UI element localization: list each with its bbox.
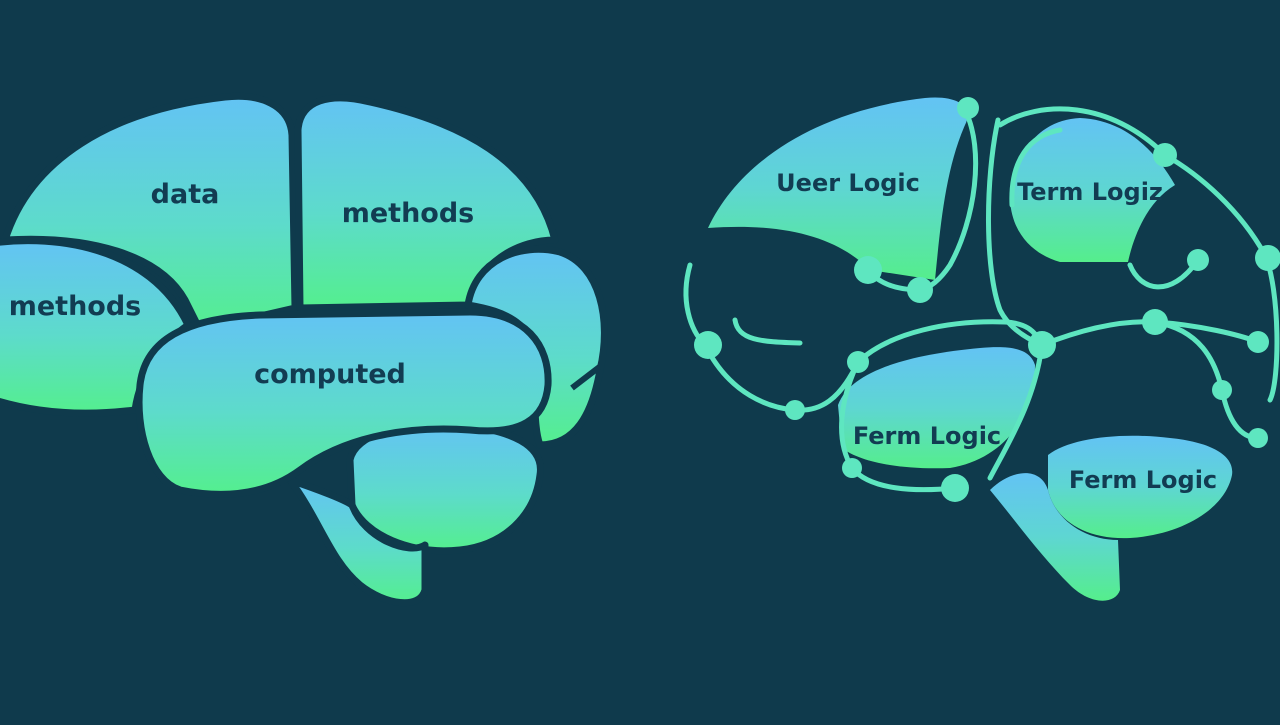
circuit-node [1028, 331, 1056, 359]
circuit-traces [683, 106, 1280, 493]
circuit-lower-left [702, 342, 861, 413]
circuit-node [907, 277, 933, 303]
right-label-parietal: Term Logiz [1017, 178, 1163, 206]
circuit-nodes [694, 97, 1280, 502]
left-label-frontal: data [151, 179, 220, 210]
circuit-frontal-drop [917, 107, 979, 293]
left-label-parietal: methods [342, 198, 475, 229]
circuit-node [847, 351, 869, 373]
circuit-node [785, 400, 805, 420]
right-frontal-region [708, 97, 968, 280]
circuit-node [854, 256, 882, 284]
circuit-inner-loop [1127, 257, 1201, 290]
circuit-node [694, 331, 722, 359]
circuit-node [1255, 245, 1280, 271]
right-parietal-region [1010, 118, 1175, 262]
circuit-edge-right [1262, 252, 1280, 403]
circuit-node [1153, 143, 1177, 167]
circuit-divider [986, 117, 1045, 348]
left-cerebellum [346, 420, 544, 555]
left-label-temporal: computed [254, 359, 406, 390]
circuit-short-bar [732, 317, 803, 346]
circuit-node [842, 458, 862, 478]
right-brain-stem-region [990, 473, 1120, 601]
right-cerebellum-region [1048, 435, 1233, 539]
left-label-front-lower: methods [9, 291, 142, 322]
circuit-node [1212, 380, 1232, 400]
left-frontal-lobe [1, 92, 299, 334]
circuit-lower-right [987, 342, 1045, 481]
left-brain-stem [286, 476, 429, 607]
right-brain: Ueer Logic Term Logiz Ferm Logic Ferm Lo… [683, 97, 1280, 601]
circuit-parietal-inner [1009, 127, 1063, 208]
right-label-frontal: Ueer Logic [776, 169, 920, 197]
circuit-node [1142, 309, 1168, 335]
circuit-node [1247, 331, 1269, 353]
circuit-middle-arc [855, 319, 1045, 365]
left-sulcus-line [570, 362, 604, 391]
circuit-node [957, 97, 979, 119]
left-temporal-lobe [135, 308, 552, 498]
circuit-node [941, 474, 969, 502]
right-label-temporal: Ferm Logic [853, 422, 1001, 450]
circuit-node [1187, 249, 1209, 271]
circuit-node [1248, 428, 1268, 448]
right-label-cerebellum: Ferm Logic [1069, 466, 1217, 494]
left-brain: data methods methods computed [0, 92, 608, 607]
right-temporal-region [838, 347, 1035, 469]
